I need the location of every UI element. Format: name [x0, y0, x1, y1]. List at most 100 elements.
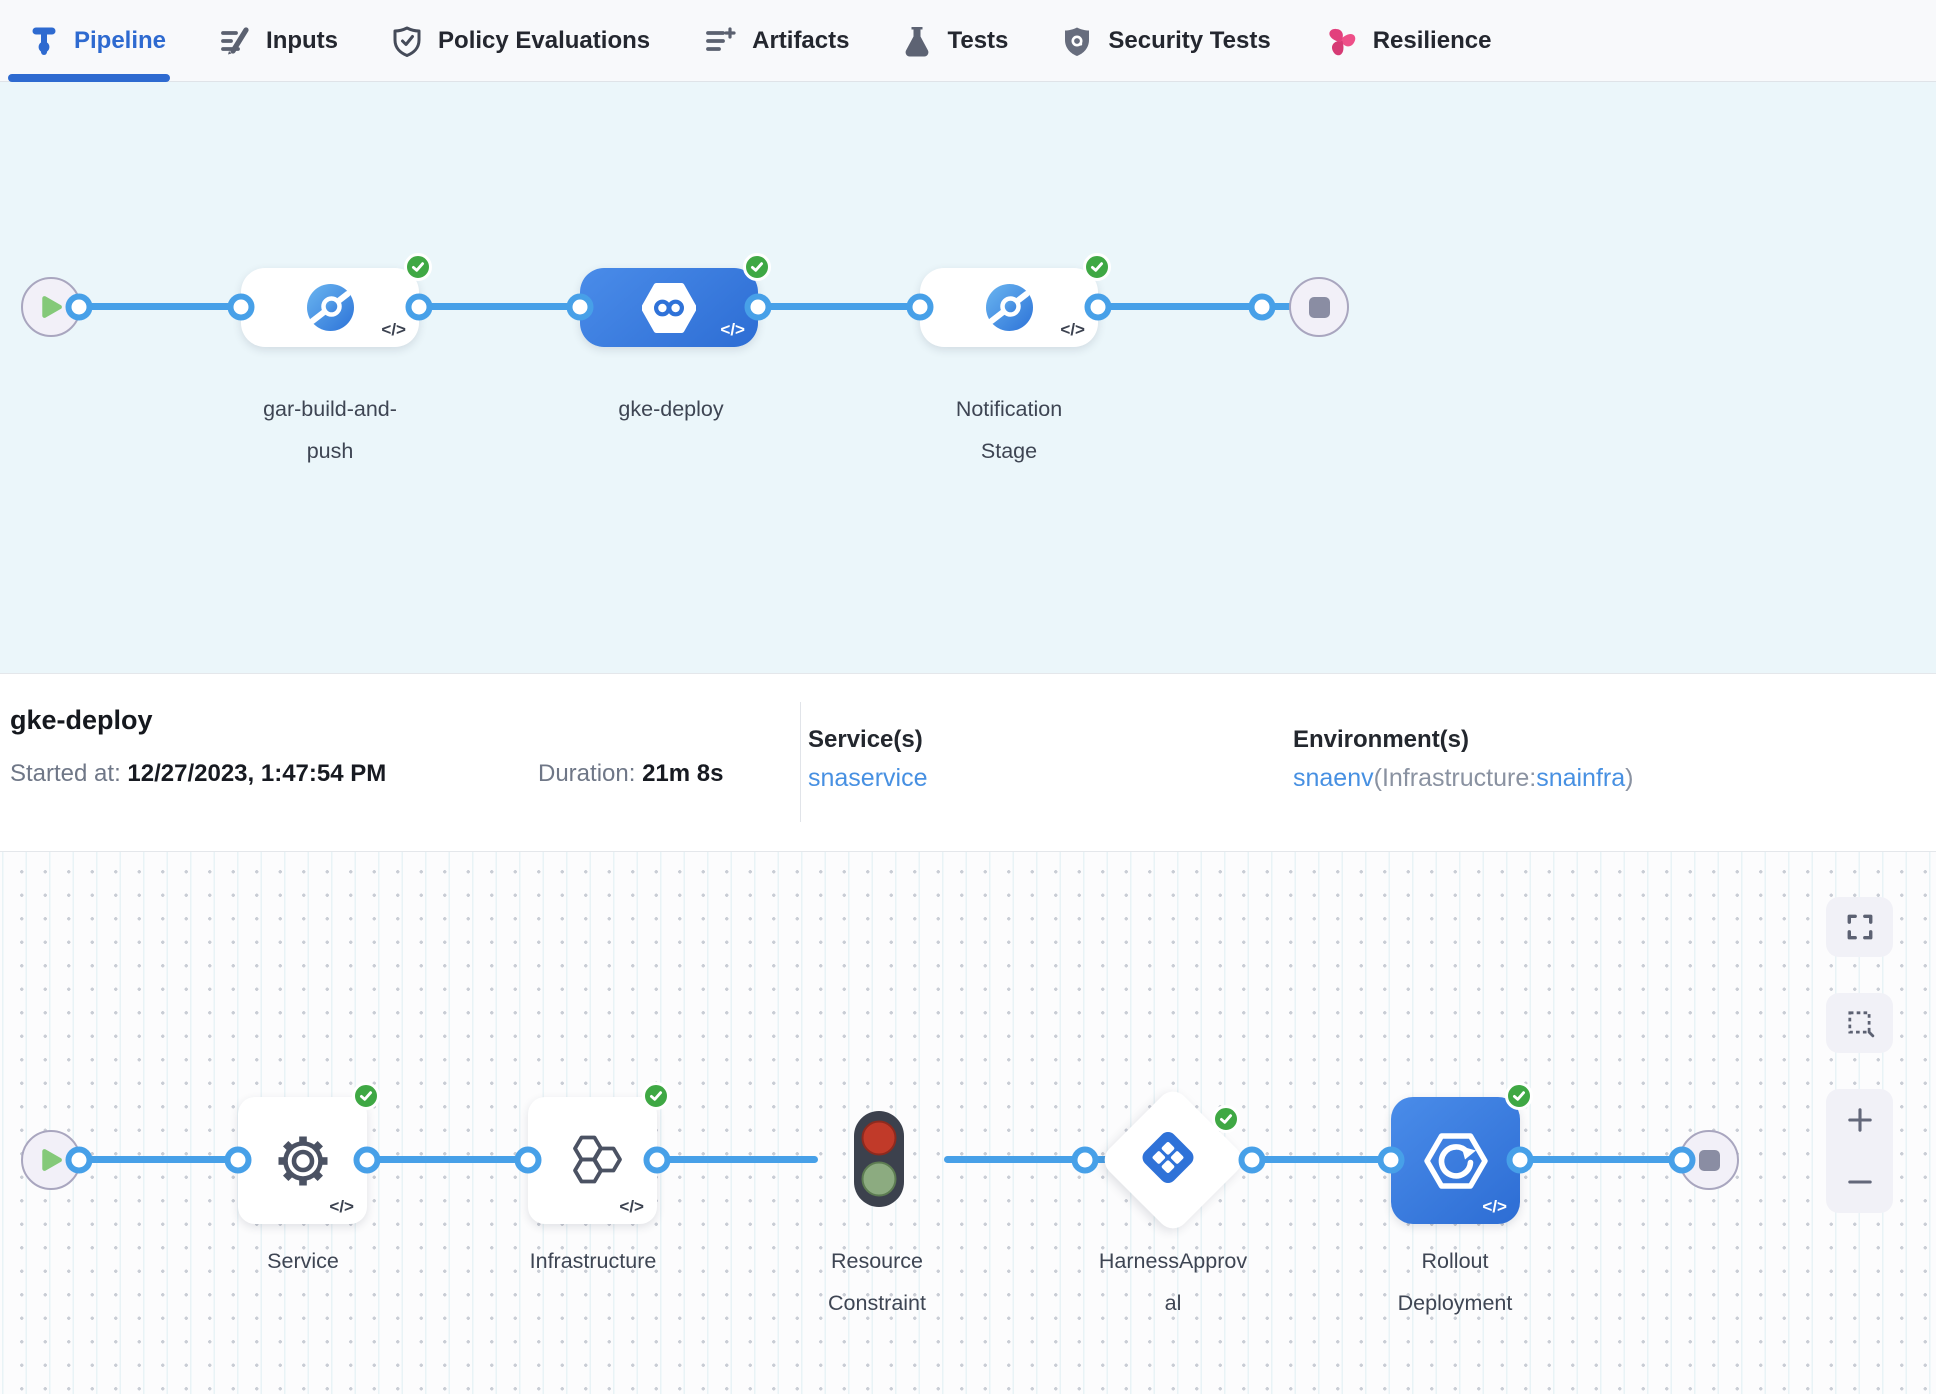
tab-label: Artifacts	[752, 26, 850, 54]
zoom-out-icon[interactable]	[1845, 1167, 1875, 1197]
connector-point	[224, 1146, 252, 1174]
duration: Duration: 21m 8s	[538, 760, 723, 788]
infrastructure-link[interactable]: snainfra	[1536, 764, 1626, 792]
tab-artifacts[interactable]: Artifacts	[704, 0, 849, 81]
connector-point	[566, 293, 594, 321]
gear-icon	[278, 1136, 327, 1185]
duration-label: Duration:	[538, 760, 636, 787]
check-icon	[1513, 1091, 1525, 1101]
tab-security-tests[interactable]: Security Tests	[1062, 0, 1271, 81]
started-at-value: 12/27/2023, 1:47:54 PM	[127, 760, 387, 787]
success-badge	[642, 1082, 670, 1110]
connector-point	[1506, 1146, 1534, 1174]
code-view-glyph[interactable]: </>	[381, 320, 406, 339]
pipeline-icon	[32, 27, 56, 55]
stage-label[interactable]: gke-deploy	[618, 397, 724, 421]
stage-details-bar: gke-deploy Started at: 12/27/2023, 1:47:…	[0, 673, 1936, 852]
tab-tests[interactable]: Tests	[903, 0, 1008, 81]
tab-label: Resilience	[1372, 26, 1492, 54]
stage-graph-canvas[interactable]: </> </>	[0, 82, 1936, 673]
check-icon	[1091, 262, 1103, 272]
security-shield-icon	[1065, 27, 1090, 56]
connector-point	[405, 293, 433, 321]
connector-point	[514, 1146, 542, 1174]
started-at-label: Started at:	[10, 760, 121, 787]
connector-point	[906, 293, 934, 321]
check-icon	[412, 262, 424, 272]
success-badge	[404, 253, 432, 281]
stage-label[interactable]: gar-build-and-push	[263, 397, 397, 463]
connector-point	[353, 1146, 381, 1174]
code-view-glyph[interactable]: </>	[1482, 1197, 1507, 1216]
connector-point	[1084, 293, 1112, 321]
zoom-controls	[1826, 1089, 1893, 1213]
tab-label: Security Tests	[1108, 26, 1271, 54]
marquee-select-icon	[1847, 1011, 1874, 1038]
step-card-rollout-deployment[interactable]: </>	[1391, 1082, 1533, 1224]
service-link[interactable]: snaservice	[808, 764, 928, 792]
connector-point	[1071, 1146, 1099, 1174]
connector-point	[1248, 293, 1276, 321]
step-resource-constraint[interactable]	[853, 1110, 905, 1213]
connector-point	[1377, 1146, 1405, 1174]
connector-point	[65, 293, 93, 321]
play-icon	[42, 1149, 62, 1171]
custom-stage-icon	[985, 284, 1033, 331]
execution-tabbar: Pipeline Inputs Policy Evaluations	[0, 0, 1936, 82]
services-label: Service(s)	[808, 726, 923, 753]
code-view-glyph[interactable]: </>	[720, 320, 745, 339]
tab-policy-evaluations[interactable]: Policy Evaluations	[392, 0, 650, 81]
environments-label: Environment(s)	[1293, 726, 1470, 753]
approval-diamond-icon	[1135, 1125, 1201, 1196]
stage-title: gke-deploy	[10, 705, 153, 735]
connector-point	[1668, 1146, 1696, 1174]
rollout-icon	[1423, 1132, 1488, 1189]
tab-label: Policy Evaluations	[438, 26, 651, 54]
infrastructure-suffix: )	[1625, 764, 1634, 792]
check-icon	[360, 1091, 372, 1101]
fullscreen-icon	[1847, 914, 1872, 940]
step-label[interactable]: Rollout Deployment	[1397, 1249, 1513, 1315]
started-at: Started at: 12/27/2023, 1:47:54 PM	[10, 760, 386, 788]
connector-point	[1238, 1146, 1266, 1174]
step-label[interactable]: Service	[267, 1249, 339, 1273]
stage-label[interactable]: Notification Stage	[955, 397, 1063, 463]
execution-graph-canvas[interactable]: </> </>	[0, 852, 1936, 1394]
details-divider	[800, 702, 801, 822]
code-view-glyph[interactable]: </>	[619, 1197, 644, 1216]
fullscreen-button[interactable]	[1826, 897, 1893, 957]
step-connector-line	[944, 1156, 1709, 1163]
infrastructure-prefix: (Infrastructure:	[1373, 764, 1537, 792]
tab-inputs[interactable]: Inputs	[220, 0, 338, 81]
step-label[interactable]: Infrastructure	[529, 1249, 657, 1273]
stage-card-notification-stage[interactable]: </>	[920, 253, 1111, 347]
connector-point	[227, 293, 255, 321]
step-label[interactable]: HarnessApproval	[1098, 1249, 1248, 1315]
tab-pipeline[interactable]: Pipeline	[7, 0, 171, 82]
policy-shield-check-icon	[393, 26, 421, 57]
stop-icon	[1308, 296, 1330, 318]
code-view-glyph[interactable]: </>	[1060, 320, 1085, 339]
success-badge	[1212, 1105, 1240, 1133]
check-icon	[650, 1091, 662, 1101]
service-links: snaservice	[808, 764, 928, 793]
zoom-in-icon[interactable]	[1845, 1105, 1875, 1135]
environment-link[interactable]: snaenv	[1293, 764, 1374, 792]
tab-label: Tests	[947, 26, 1009, 54]
success-badge	[1505, 1082, 1533, 1110]
connector-point	[744, 293, 772, 321]
step-label[interactable]: Resource Constraint	[828, 1249, 926, 1315]
artifacts-list-plus-icon	[706, 26, 736, 51]
marquee-select-button[interactable]	[1826, 993, 1893, 1053]
code-view-glyph[interactable]: </>	[329, 1197, 354, 1216]
connector-point	[643, 1146, 671, 1174]
step-card-infrastructure[interactable]: </>	[528, 1082, 670, 1224]
step-card-service[interactable]: </>	[238, 1082, 380, 1224]
deploy-stage-icon	[642, 282, 696, 333]
tests-flask-icon	[906, 26, 929, 56]
tab-resilience[interactable]: Resilience	[1325, 0, 1492, 81]
stage-card-gar-build-and-push[interactable]: </>	[241, 253, 432, 347]
custom-stage-icon	[306, 284, 354, 331]
stage-card-gke-deploy[interactable]: </>	[580, 253, 771, 347]
